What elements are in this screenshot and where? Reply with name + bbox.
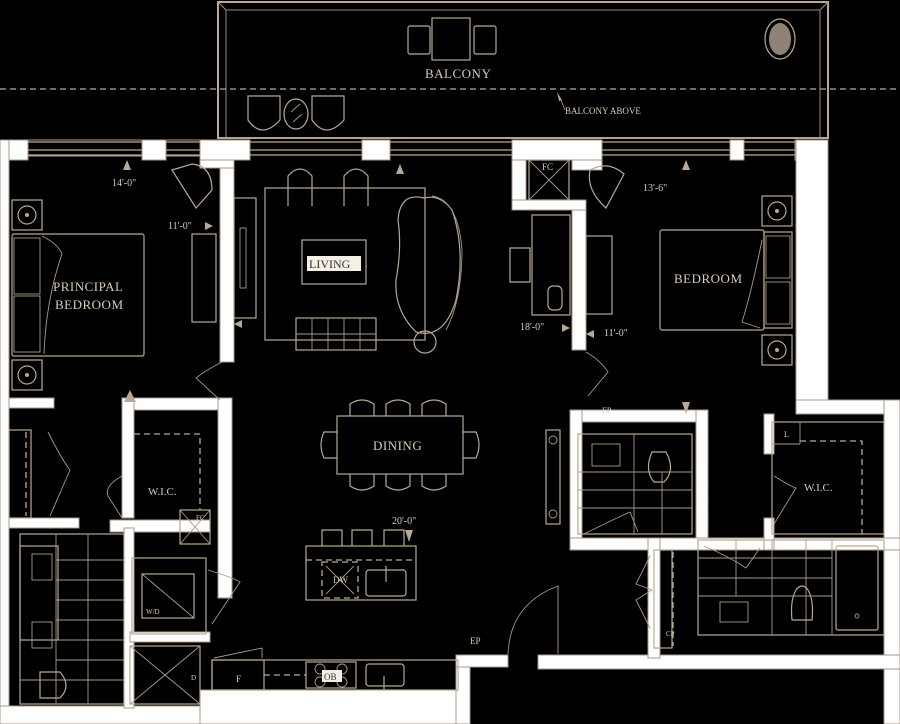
cp-label: CP [666, 630, 675, 638]
kitchen-sink-icon [365, 663, 405, 687]
fc-closet [528, 159, 570, 201]
desk-icon [531, 214, 571, 316]
fridge-label: F [236, 674, 241, 684]
kitchen-island [305, 545, 417, 601]
left-service: W.I.C. FC D W/D [8, 390, 241, 705]
ensuite-bath [19, 533, 125, 705]
wd-label: W/D [146, 608, 160, 616]
principal-bedroom: PRINCIPAL BEDROOM 14'-0" 11'-0" [11, 160, 223, 401]
dw-label: DW [333, 575, 348, 585]
wic-left-label: W.I.C. [148, 486, 177, 498]
coat-closet [653, 549, 673, 649]
armchair-icon [588, 165, 625, 209]
right-service: EP CP L W.I.C. [577, 402, 885, 649]
shower-d-label: D [191, 674, 196, 682]
laundry [131, 557, 207, 635]
planter-icon [764, 18, 796, 60]
desk-chair-icon [509, 247, 531, 283]
wic-right [771, 421, 885, 535]
rug [264, 187, 426, 341]
bathtub-icon [835, 545, 879, 631]
vanity [19, 545, 59, 641]
lounge-chair-icon [311, 95, 345, 131]
ep-bottom-label: EP [470, 636, 481, 646]
ob-label: OB [324, 672, 337, 682]
balcony-label: BALCONY [425, 66, 491, 81]
toilet-icon [39, 671, 67, 699]
curved-sofa-icon [395, 196, 461, 334]
washer-dryer-icon [141, 573, 195, 619]
linen-label: L [784, 430, 789, 439]
dim-principal-width: 14'-0" [112, 178, 136, 189]
shower [129, 645, 201, 705]
balcony: BALCONY BALCONY ABOVE [0, 1, 900, 139]
interior-walls [8, 159, 900, 709]
lounge-chair-icon [247, 95, 281, 131]
living-room: LIVING FC 18'-0" [233, 159, 571, 354]
bath-2 [577, 433, 693, 535]
closet [8, 429, 32, 519]
tv-console-icon [233, 197, 257, 319]
sink-icon [719, 601, 749, 623]
balcony-above-label: BALCONY ABOVE [565, 106, 641, 116]
bed-icon [11, 233, 145, 357]
dim-principal-depth: 11'-0" [168, 221, 192, 232]
wall-cabinet [545, 429, 561, 525]
exterior-walls [0, 139, 900, 724]
dresser-icon [585, 235, 613, 315]
fc-closet-left [179, 509, 211, 545]
ensuite-2 [697, 539, 885, 636]
coffee-table-icon [301, 239, 367, 285]
dresser-icon [191, 233, 217, 323]
dishwasher [321, 561, 359, 599]
bedroom-label: BEDROOM [674, 271, 743, 286]
dim-living-depth: 18'-0" [520, 322, 544, 333]
living-label: LIVING [309, 257, 351, 271]
fc-top-label: FC [542, 162, 553, 172]
side-table-icon [413, 330, 437, 354]
sink-icon [591, 443, 621, 467]
wastebin-icon [547, 285, 563, 311]
toilet-icon [790, 585, 814, 621]
toilet-icon [647, 451, 672, 483]
dining-table-icon [336, 415, 464, 475]
bedroom: BEDROOM 13'-6" 11'-0" [585, 160, 793, 397]
armchair-icon [171, 163, 213, 209]
ep-label: EP [602, 406, 612, 415]
principal-bedroom-label-1: PRINCIPAL [53, 279, 123, 294]
side-table-icon [283, 98, 309, 130]
dim-bedroom-depth: 11'-0" [604, 328, 628, 339]
dim-bedroom-width: 13'-6" [643, 183, 667, 194]
principal-bedroom-label-2: BEDROOM [55, 297, 124, 312]
wic-right-label: W.I.C. [804, 482, 833, 494]
dining-kitchen: DINING DW 20'-0" F OB EP [211, 399, 561, 691]
dining-label: DINING [373, 438, 422, 453]
fc-left-label: FC [196, 514, 205, 522]
dim-dining-depth: 20'-0" [392, 516, 416, 527]
entry-door [507, 585, 559, 655]
